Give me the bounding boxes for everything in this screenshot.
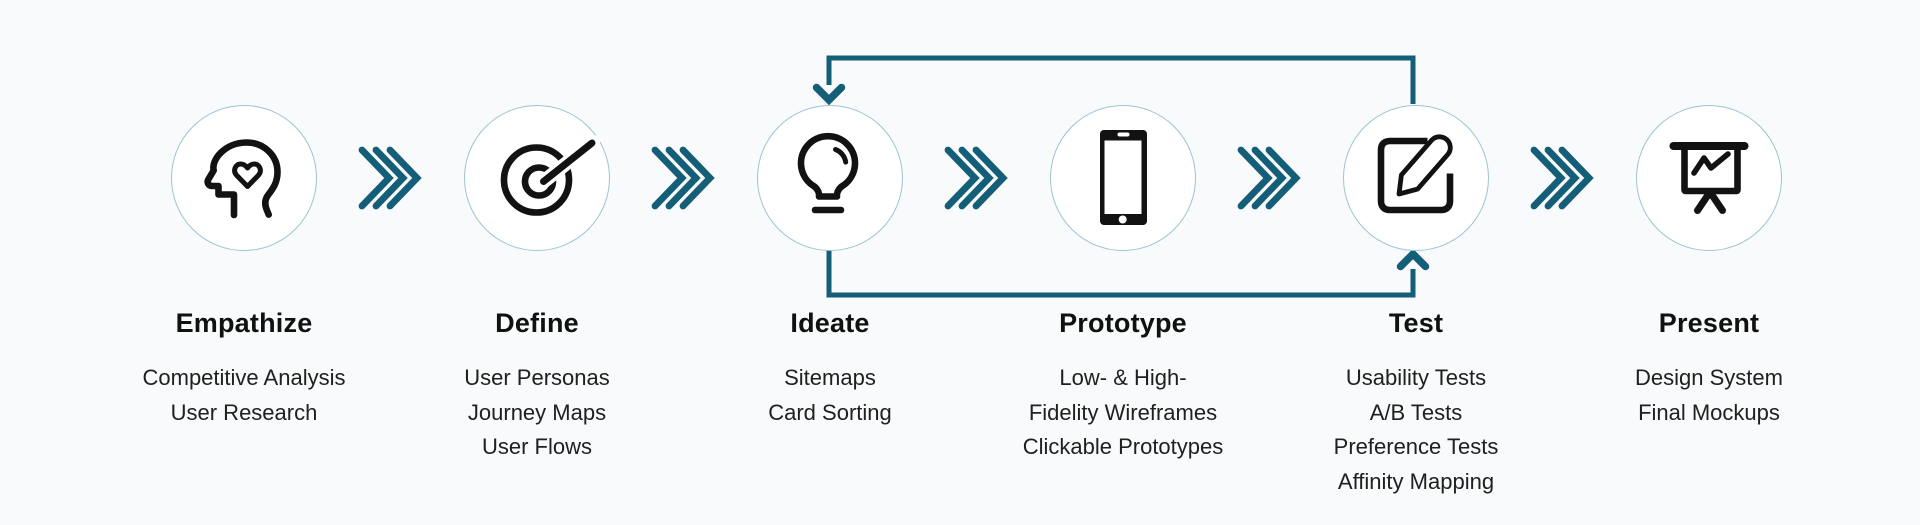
stage-empathize: Empathize Competitive Analysis User Rese… [104,105,384,430]
stage-items: Usability Tests A/B Tests Preference Tes… [1334,361,1499,499]
stage-item: Fidelity Wireframes [1028,399,1218,425]
stage-item: Clickable Prototypes [1022,434,1224,459]
stage-items: User Personas Journey Maps User Flows [464,361,610,465]
define-target-icon [500,134,600,216]
stage-define: Define User Personas Journey Maps User F… [397,105,677,465]
stage-prototype: Prototype Low- & High- Fidelity Wirefram… [983,105,1263,465]
stage-ideate: Ideate Sitemaps Card Sorting [690,105,970,430]
stage-items: Sitemaps Card Sorting [768,361,892,430]
stage-item: Usability Tests [1345,365,1487,390]
arrow-down-icon [812,83,846,106]
present-chart-board-icon [1669,141,1748,214]
stage-item: Card Sorting [768,399,892,425]
prototype-smartphone-icon [1099,129,1147,225]
loop-top-line [826,55,1416,104]
stage-item: Competitive Analysis [142,365,346,390]
stage-item: User Research [170,399,318,425]
stage-item: Affinity Mapping [1337,468,1495,494]
stage-item: A/B Tests [1369,399,1463,425]
stage-circle [464,105,610,251]
stage-circle [1050,105,1196,251]
stage-item: User Personas [464,365,610,390]
stage-item: Final Mockups [1638,399,1780,425]
stage-items: Design System Final Mockups [1635,361,1783,430]
triple-chevron-icon [358,146,422,210]
stage-test: Test Usability Tests A/B Tests Preferenc… [1276,105,1556,499]
stage-title: Test [1388,308,1444,338]
stage-items: Low- & High- Fidelity Wireframes Clickab… [1023,361,1224,465]
stage-circle [171,105,317,251]
stage-item: Design System [1635,365,1783,390]
triple-chevron-icon [651,146,715,210]
stage-item: Low- & High- [1059,365,1187,390]
empathize-head-heart-icon [203,138,281,218]
triple-chevron-icon [1530,146,1594,210]
stage-item: Preference Tests [1333,434,1499,459]
stage-title: Ideate [790,308,870,338]
stage-present: Present Design System Final Mockups [1569,105,1849,430]
triple-chevron-icon [944,146,1008,210]
stage-circle [1636,105,1782,251]
stage-circle [1343,105,1489,251]
test-edit-pencil-icon [1377,133,1453,213]
stage-title: Prototype [1059,308,1187,338]
stage-item: Journey Maps [467,399,607,425]
stage-circle [757,105,903,251]
ideate-lightbulb-icon [797,132,858,213]
triple-chevron-icon [1237,146,1301,210]
stage-item: User Flows [481,434,592,459]
stage-items: Competitive Analysis User Research [143,361,346,430]
stage-title: Define [495,308,579,338]
stage-title: Empathize [175,308,313,338]
stage-title: Present [1658,308,1760,338]
stage-item: Sitemaps [784,365,876,390]
